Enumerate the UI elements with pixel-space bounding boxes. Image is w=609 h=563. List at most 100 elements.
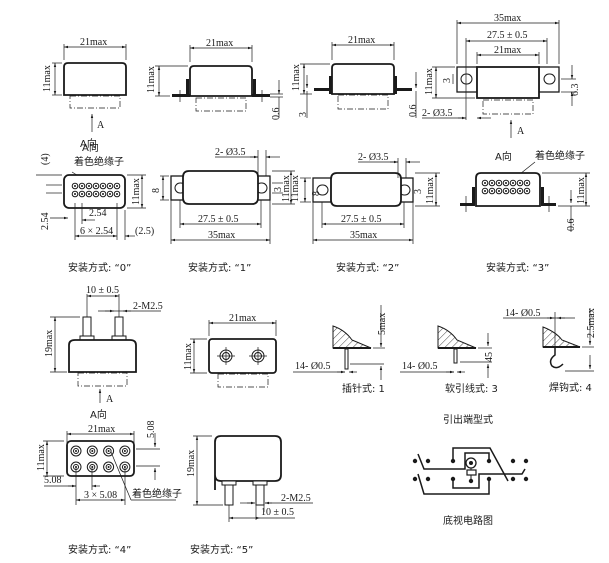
- hook-height-label: 2.5max: [586, 308, 597, 338]
- mount-stud-top-view: 21max 11max: [183, 313, 277, 388]
- slot-label: 3: [442, 78, 453, 83]
- hole-label: 2- Ø3.5: [422, 108, 453, 119]
- mount-flange-side-view: 21max 11max 0.6: [146, 38, 283, 120]
- hole-label: 2- Ø3.5: [358, 152, 389, 163]
- pin-center-icon: [102, 185, 104, 187]
- terminal-dot-icon: [510, 458, 516, 464]
- view-a-heading: A向: [82, 141, 99, 154]
- hole-spacing-label: 27.5 ± 0.5: [487, 30, 528, 41]
- height-label: 11max: [146, 66, 157, 93]
- mount-5-caption: 安装方式: “5”: [190, 543, 253, 556]
- mount-4-view-a: A向 21max 11max 5.08 5.08 3 × 5.08 着色绝缘子 …: [36, 408, 182, 556]
- height-label: 11max: [424, 68, 435, 95]
- hole-label: 2- Ø3.5: [215, 147, 246, 158]
- mount-3-view-a: A向 着色绝缘子 11max 0.6 安装方式: “3”: [460, 149, 590, 274]
- pin-center-icon: [512, 182, 514, 184]
- arrow-a-label: A: [517, 126, 525, 137]
- pin-center-icon: [491, 182, 493, 184]
- width-label: 21max: [88, 424, 115, 435]
- terminal-type-solder-hook: 14- Ø0.5 2.5max 焊钩式: 4: [503, 308, 597, 394]
- bottom-view-circuit-diagram: 底视电路图: [412, 447, 529, 527]
- terminal-dot-icon: [412, 476, 418, 482]
- pin-center-icon: [526, 182, 528, 184]
- pin-center-icon: [519, 190, 521, 192]
- terminal-types-heading: 引出端型式: [443, 413, 493, 426]
- pin-center-icon: [109, 193, 111, 195]
- mount-flange-3-side-view: 21max 11max 3 0.6: [291, 35, 419, 118]
- width-label: 21max: [348, 35, 375, 46]
- pin-center-icon: [81, 193, 83, 195]
- terminal-dots: [412, 458, 529, 484]
- stud-center-icon: [123, 450, 126, 452]
- body-width-label: 21max: [494, 45, 521, 56]
- mount-0-caption: 安装方式: “0”: [68, 261, 131, 274]
- pin-center-icon: [491, 190, 493, 192]
- height-label: 11max: [290, 175, 301, 202]
- pitch-label: 5.08: [44, 475, 62, 486]
- pin-center-icon: [484, 182, 486, 184]
- terminal-dot-icon: [468, 478, 474, 484]
- hole-spacing-label: 27.5 ± 0.5: [198, 214, 239, 225]
- terminal-dot-icon: [486, 458, 492, 464]
- pin-center-icon: [116, 185, 118, 187]
- pin-array: [481, 179, 531, 195]
- row-pitch-label: 2.54: [40, 213, 51, 231]
- terminal-dot-icon: [510, 476, 516, 482]
- height-label: 11max: [42, 65, 53, 92]
- flange-height-label: 8: [151, 188, 162, 193]
- pin-center-icon: [81, 185, 83, 187]
- total-width-label: 35max: [494, 13, 521, 24]
- total-width-label: 35max: [208, 230, 235, 241]
- terminal-dot-icon: [523, 458, 529, 464]
- terminal-dot-icon: [486, 476, 492, 482]
- mount-3-caption: 安装方式: “3”: [486, 261, 549, 274]
- mount-2-caption: 安装方式: “2”: [336, 261, 399, 274]
- stud-icon: [217, 347, 235, 365]
- lead-diameter-label: 14- Ø0.5: [402, 361, 438, 372]
- colored-insulator-label: 着色绝缘子: [535, 149, 585, 162]
- arrow-a-label: A: [97, 120, 105, 131]
- thickness-label: 0.6: [408, 105, 419, 118]
- pin-array: [71, 182, 121, 198]
- height-label: 11max: [36, 444, 47, 471]
- pin-span-label: 3 × 5.08: [84, 490, 117, 501]
- stud-center-icon: [91, 450, 94, 452]
- height-label: 11max: [291, 64, 302, 91]
- pin-center-icon: [95, 193, 97, 195]
- terminal-dot-icon: [425, 476, 431, 482]
- mount-1-top-view: 2- Ø3.5 8 11max 3 27.5 ± 0.5 35max 安装方式:…: [151, 147, 295, 274]
- coil-icon: [465, 457, 477, 481]
- stud-center-icon: [75, 450, 77, 452]
- pin-center-icon: [505, 182, 507, 184]
- thread-label: 2-M2.5: [133, 301, 163, 312]
- pin-center-icon: [116, 193, 118, 195]
- circuit-caption: 底视电路图: [443, 514, 493, 527]
- width-label: 21max: [80, 37, 107, 48]
- pin-center-icon: [95, 185, 97, 187]
- hook-diameter-label: 14- Ø0.5: [505, 308, 541, 319]
- pin-center-icon: [88, 193, 90, 195]
- arrow-a-label: A: [106, 394, 114, 405]
- mount-0-view-a: A向 (4) 着色绝缘子 11max 2.54 2.54 6 × 2.54 (2…: [36, 141, 154, 274]
- terminal-dot-icon: [450, 458, 456, 464]
- offset-label: (4): [40, 153, 51, 165]
- edge-offset-label: (2.5): [135, 226, 154, 237]
- offset-label: 3: [298, 112, 309, 117]
- height-label: 11max: [183, 343, 194, 370]
- mount-5-side-view: 19max 2-M2.5 10 ± 0.5 安装方式: “5”: [186, 435, 313, 556]
- row-pitch-label: 5.08: [146, 421, 157, 439]
- stud-center-icon: [107, 450, 110, 452]
- terminal-pin-caption: 插针式: 1: [342, 382, 385, 395]
- stud-spacing-label: 10 ± 0.5: [261, 507, 294, 518]
- stud-icon: [249, 347, 267, 365]
- slot-label: 3: [273, 187, 284, 192]
- view-a-label: A向: [80, 137, 97, 150]
- slot-label: 3: [413, 189, 424, 194]
- pin-center-icon: [526, 190, 528, 192]
- thickness-label: 0.6: [566, 219, 577, 232]
- pin-center-icon: [484, 190, 486, 192]
- terminal-dot-icon: [450, 476, 456, 482]
- terminal-dot-icon: [523, 476, 529, 482]
- flange-height-label: 8: [311, 191, 322, 196]
- mount-4-caption: 安装方式: “4”: [68, 543, 131, 556]
